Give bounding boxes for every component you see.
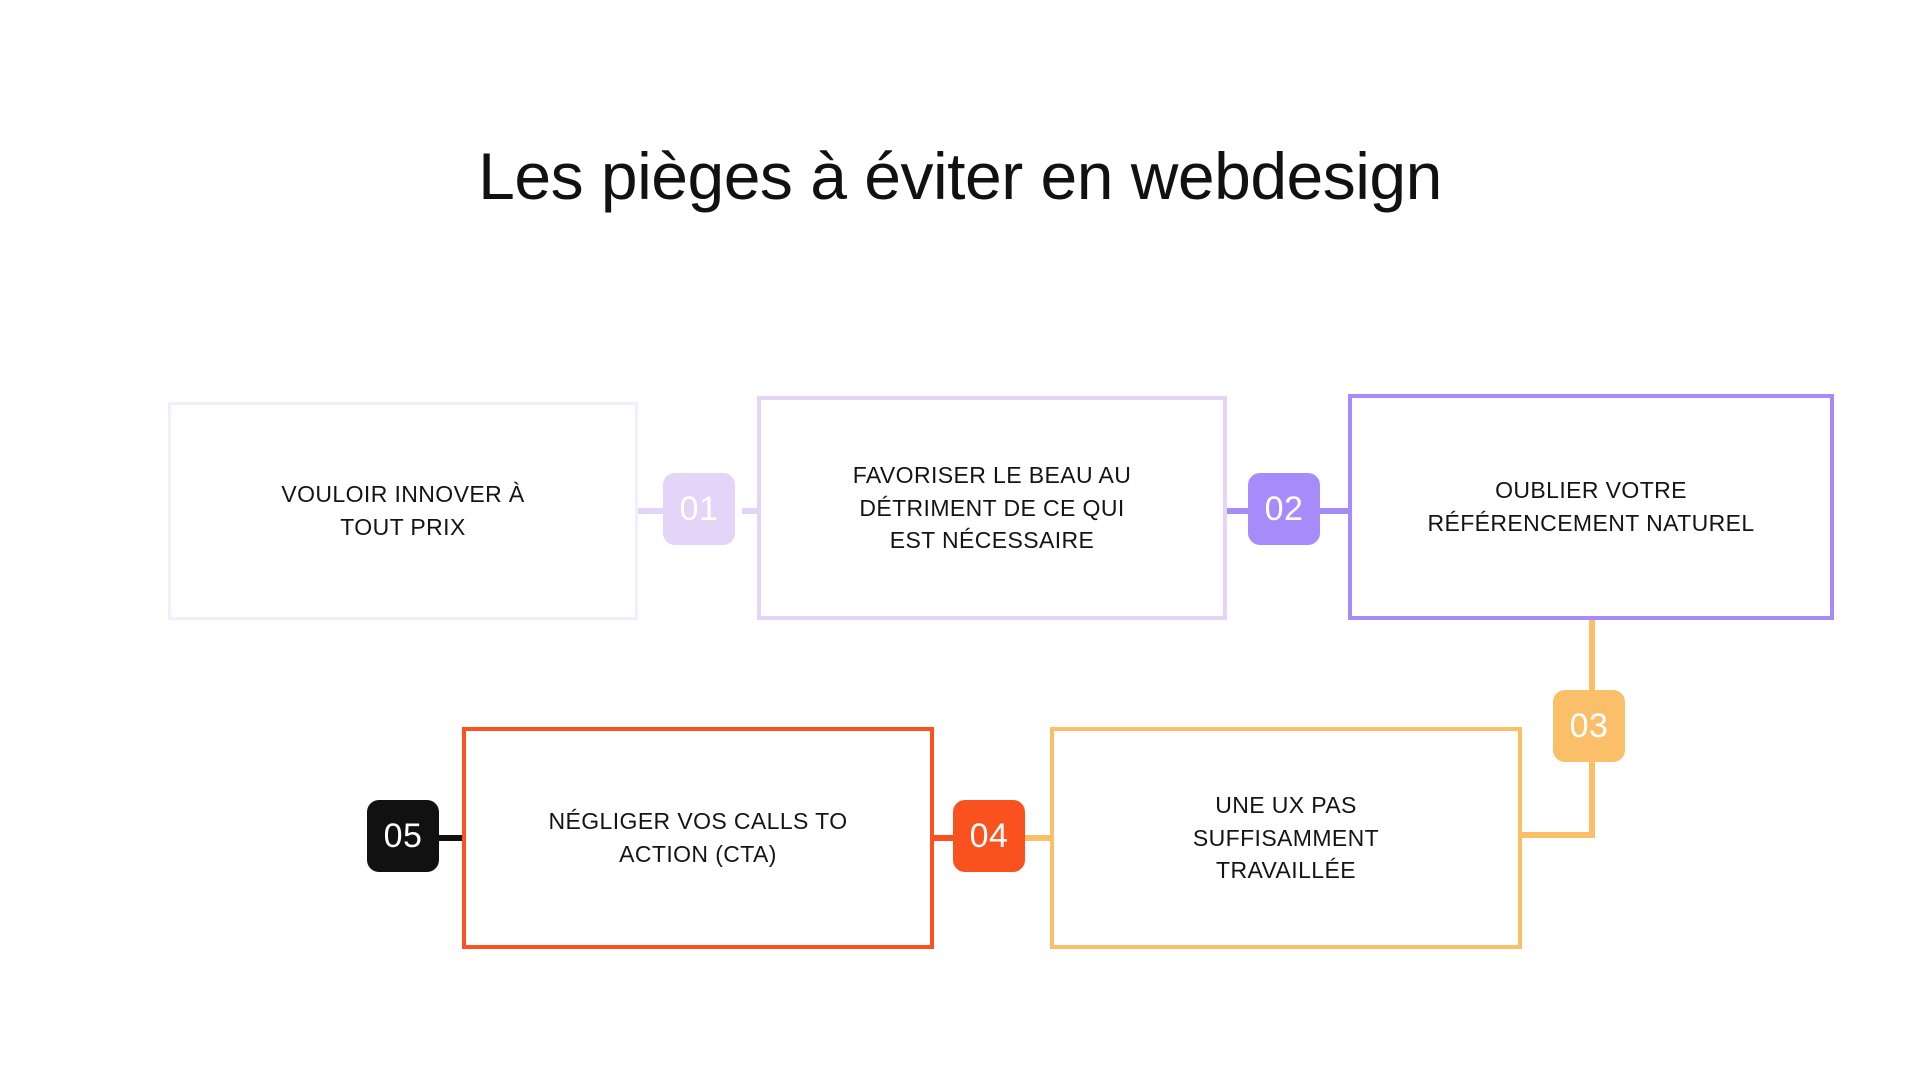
node-box-negliger-calls-to-action[interactable]: NÉGLIGER VOS CALLS TO ACTION (CTA) <box>462 727 934 949</box>
connector-line-01-right <box>742 508 760 514</box>
connector-line-04-right <box>1012 835 1054 841</box>
node-box-label: VOULOIR INNOVER À TOUT PRIX <box>281 481 525 540</box>
step-badge-03[interactable]: 03 <box>1553 690 1625 762</box>
connector-line-05 <box>414 835 466 841</box>
connector-line-03-vertical-bottom <box>1589 734 1595 838</box>
connector-line-02-left <box>1227 508 1252 514</box>
node-box-vouloir-innover[interactable]: VOULOIR INNOVER À TOUT PRIX <box>168 402 638 620</box>
step-badge-01[interactable]: 01 <box>663 473 735 545</box>
page-title: Les pièges à éviter en webdesign <box>478 139 1442 214</box>
node-box-oublier-referencement[interactable]: OUBLIER VOTRE RÉFÉRENCEMENT NATUREL <box>1348 394 1834 620</box>
node-box-label: UNE UX PAS SUFFISAMMENT TRAVAILLÉE <box>1192 792 1380 884</box>
node-box-label: OUBLIER VOTRE RÉFÉRENCEMENT NATUREL <box>1427 477 1755 536</box>
connector-line-02-right <box>1305 508 1350 514</box>
connector-line-03-vertical-top <box>1589 618 1595 696</box>
step-badge-05[interactable]: 05 <box>367 800 439 872</box>
node-box-favoriser-le-beau[interactable]: FAVORISER LE BEAU AU DÉTRIMENT DE CE QUI… <box>757 396 1227 620</box>
step-badge-02[interactable]: 02 <box>1248 473 1320 545</box>
connector-line-03-horizontal <box>1518 832 1595 838</box>
connector-line-04-left <box>934 835 956 841</box>
node-box-une-ux-pas-suffisamment-travaillee[interactable]: UNE UX PAS SUFFISAMMENT TRAVAILLÉE <box>1050 727 1522 949</box>
node-box-label: NÉGLIGER VOS CALLS TO ACTION (CTA) <box>548 808 848 867</box>
step-badge-04[interactable]: 04 <box>953 800 1025 872</box>
node-box-label: FAVORISER LE BEAU AU DÉTRIMENT DE CE QUI… <box>852 462 1132 554</box>
